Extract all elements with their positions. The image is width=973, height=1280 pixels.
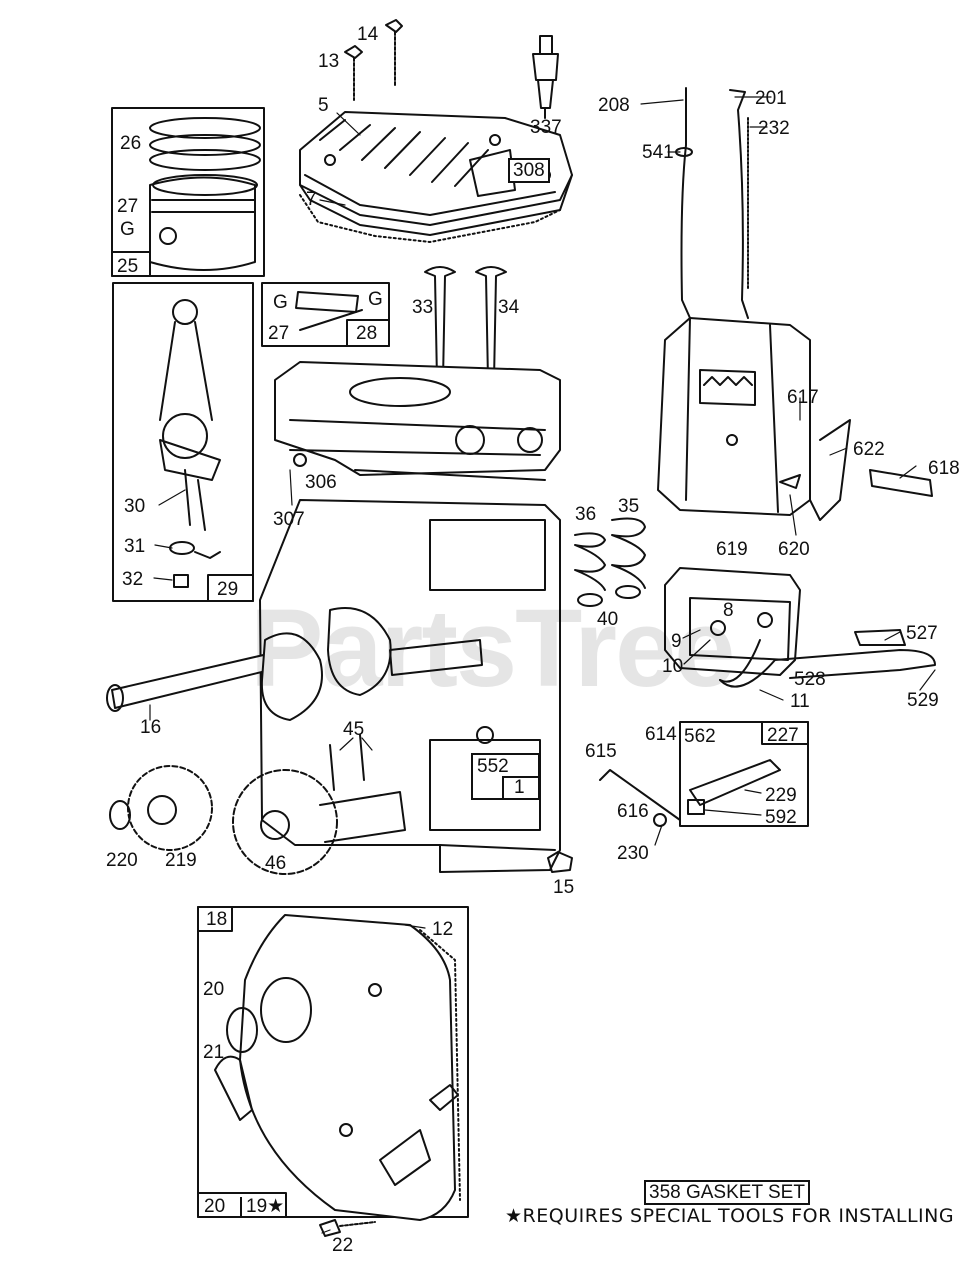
part-label-8: 8	[723, 600, 734, 621]
part-label-614: 614	[645, 724, 677, 745]
valve-parts	[424, 266, 507, 381]
part-label-527: 527	[906, 623, 938, 644]
part-label-33: 33	[412, 297, 434, 318]
part-label-25: 25	[117, 256, 139, 277]
part-label-592: 592	[765, 807, 797, 828]
head-bolt-parts	[344, 19, 403, 101]
part-label-306: 306	[305, 472, 337, 493]
part-label-12: 12	[432, 919, 454, 940]
part-label-307: 307	[273, 509, 305, 530]
part-label-528: 528	[794, 669, 826, 690]
part-label-16: 16	[140, 717, 162, 738]
part-label-13: 13	[318, 51, 340, 72]
part-label-27: 27	[268, 323, 290, 344]
part-label-529: 529	[907, 690, 939, 711]
part-label-220: 220	[106, 850, 138, 871]
part-label-26: 26	[120, 133, 142, 154]
part-label-20: 20	[203, 979, 225, 1000]
part-label-232: 232	[758, 118, 790, 139]
part-label-27: 27	[117, 196, 139, 217]
part-label-227: 227	[767, 725, 799, 746]
part-label-617: 617	[787, 387, 819, 408]
part-label-618: 618	[928, 458, 960, 479]
cylinder-head-part	[299, 111, 573, 243]
part-label-5: 5	[318, 95, 329, 116]
muffler-part	[657, 317, 933, 521]
part-label-35: 35	[618, 496, 640, 517]
part-label-28: 28	[356, 323, 378, 344]
governor-lever-box	[599, 721, 809, 827]
part-label-19: 19★	[240, 1197, 284, 1216]
piston-box	[111, 107, 265, 277]
part-label-15: 15	[553, 877, 575, 898]
part-label-308: 308	[508, 158, 550, 183]
part-label-22: 22	[332, 1235, 354, 1256]
part-label-619: 619	[716, 539, 748, 560]
part-label-29: 29	[217, 579, 239, 600]
part-label-616: 616	[617, 801, 649, 822]
part-label-337: 337	[530, 117, 562, 138]
part-label-562: 562	[684, 726, 716, 747]
part-label-21: 21	[203, 1042, 225, 1063]
drain-plug-part	[547, 851, 573, 873]
part-label-7: 7	[306, 189, 317, 210]
watermark: PartsTree	[250, 587, 735, 710]
part-label-219: 219	[165, 850, 197, 871]
part-label-40: 40	[597, 609, 619, 630]
part-label-620: 620	[778, 539, 810, 560]
part-label-G: G	[120, 219, 135, 240]
part-label-G: G	[273, 292, 288, 313]
engine-block-part	[259, 361, 561, 873]
special-tools-note: ★REQUIRES SPECIAL TOOLS FOR INSTALLING	[505, 1205, 955, 1227]
crankshaft-part	[106, 607, 483, 721]
breather-part	[664, 567, 936, 688]
crankcase-cover-box	[197, 906, 469, 1237]
part-label-32: 32	[122, 569, 144, 590]
part-label-230: 230	[617, 843, 649, 864]
part-label-20: 20	[204, 1196, 226, 1217]
part-label-34: 34	[498, 297, 520, 318]
part-label-18: 18	[206, 909, 228, 930]
control-rods	[675, 87, 749, 319]
part-label-30: 30	[124, 496, 146, 517]
connecting-rod-box	[112, 282, 254, 602]
part-box-1	[502, 776, 540, 800]
valve-spring-parts	[574, 517, 646, 607]
part-label-615: 615	[585, 741, 617, 762]
part-label-229: 229	[765, 785, 797, 806]
part-label-552: 552	[477, 756, 509, 777]
part-label-9: 9	[671, 631, 682, 652]
part-label-31: 31	[124, 536, 146, 557]
part-label-14: 14	[357, 24, 379, 45]
part-label-622: 622	[853, 439, 885, 460]
part-label-541: 541	[642, 142, 674, 163]
part-label-10: 10	[662, 656, 684, 677]
gear-parts	[109, 734, 406, 875]
part-label-11: 11	[790, 691, 810, 712]
gasket-set-label: 358 GASKET SET	[644, 1180, 810, 1205]
spark-plug-part	[532, 35, 559, 119]
part-label-46: 46	[265, 853, 287, 874]
leader-lines	[149, 96, 936, 1234]
part-label-1: 1	[514, 777, 525, 798]
part-label-G: G	[368, 289, 383, 310]
part-label-45: 45	[343, 719, 365, 740]
part-label-36: 36	[575, 504, 597, 525]
piston-pin-box	[261, 282, 390, 347]
part-label-208: 208	[598, 95, 630, 116]
part-label-201: 201	[755, 88, 787, 109]
